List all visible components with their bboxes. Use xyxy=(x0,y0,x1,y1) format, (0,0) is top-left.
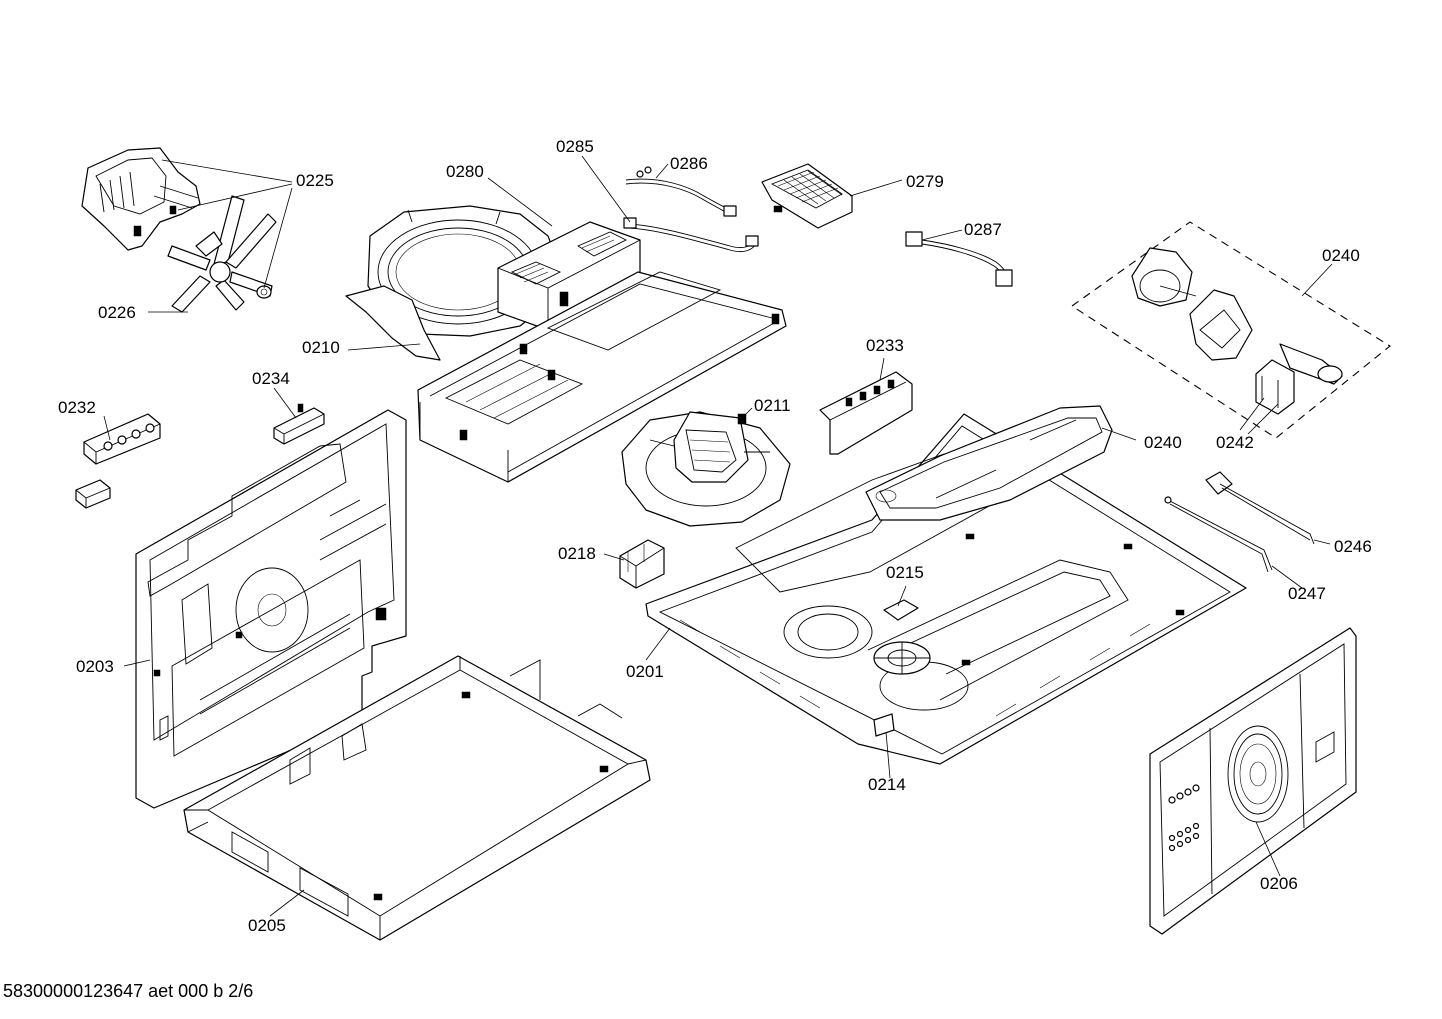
sensor-0246 xyxy=(1205,471,1315,545)
label-0240-duct: 0240 xyxy=(1144,433,1182,452)
fan-guard-0214 xyxy=(873,641,931,737)
fan-motor-0225 xyxy=(81,147,201,251)
clip-0234 xyxy=(273,403,325,445)
fan-motor-0211 xyxy=(621,411,791,527)
rod-0247 xyxy=(1164,496,1273,573)
nut-0225 xyxy=(256,285,272,299)
part-labels: 0225 0226 0280 0285 0286 0279 0287 0240 … xyxy=(58,137,1372,935)
fan-blade-0226 xyxy=(167,195,277,313)
cable-0287 xyxy=(905,231,1013,287)
label-0226: 0226 xyxy=(98,303,136,322)
label-0285: 0285 xyxy=(556,137,594,156)
bracket-0218 xyxy=(619,539,665,589)
side-panel-0203 xyxy=(135,409,407,809)
label-0233: 0233 xyxy=(866,336,904,355)
label-0201: 0201 xyxy=(626,662,664,681)
label-0215: 0215 xyxy=(886,563,924,582)
heatsink-0279 xyxy=(761,163,853,229)
label-0210: 0210 xyxy=(302,338,340,357)
chassis-plate-0210 xyxy=(417,271,787,483)
connector-0232 xyxy=(75,479,111,509)
label-0205: 0205 xyxy=(248,916,286,935)
label-0246: 0246 xyxy=(1334,537,1372,556)
label-0211: 0211 xyxy=(754,396,791,415)
label-0225: 0225 xyxy=(296,171,334,190)
terminal-strip-0233 xyxy=(819,371,913,455)
label-0279: 0279 xyxy=(906,172,944,191)
label-0206: 0206 xyxy=(1260,874,1298,893)
label-0234: 0234 xyxy=(252,369,290,388)
lamp-assembly-group-0240 xyxy=(1071,221,1391,439)
bottom-tray-0205 xyxy=(183,655,651,941)
label-0203: 0203 xyxy=(76,657,114,676)
leader-lines xyxy=(103,155,1333,917)
label-0242: 0242 xyxy=(1216,433,1254,452)
cable-0285 xyxy=(623,217,759,253)
label-0286: 0286 xyxy=(670,154,708,173)
label-0247: 0247 xyxy=(1288,584,1326,603)
label-0280: 0280 xyxy=(446,162,484,181)
terminal-block-0232 xyxy=(83,413,161,465)
label-0214: 0214 xyxy=(868,775,906,794)
label-0287: 0287 xyxy=(964,220,1002,239)
document-code: 58300000123647 aet 000 b 2/6 xyxy=(3,981,254,1001)
bracket-0215 xyxy=(883,599,919,621)
cable-0286 xyxy=(625,166,737,217)
label-0240-lamp: 0240 xyxy=(1322,246,1360,265)
rear-panel-0206 xyxy=(1149,627,1357,935)
label-0218: 0218 xyxy=(558,544,596,563)
duct-0240 xyxy=(865,405,1113,521)
label-0232: 0232 xyxy=(58,398,96,417)
